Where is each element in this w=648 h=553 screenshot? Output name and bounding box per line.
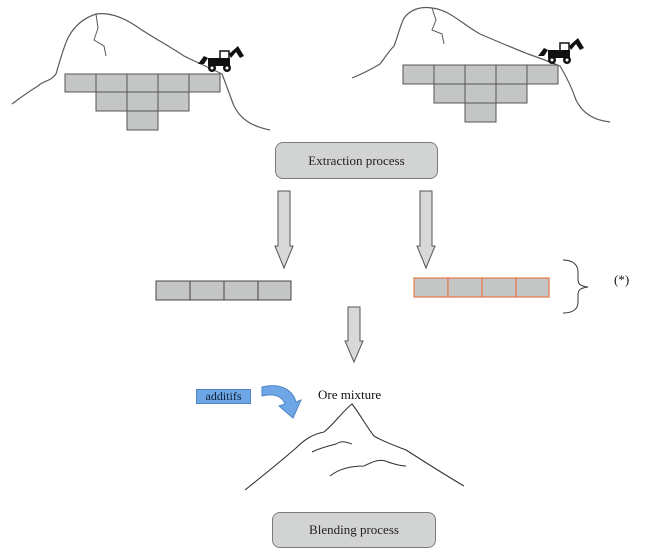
extraction-process-label: Extraction process — [308, 152, 405, 168]
curved-arrow-icon — [261, 385, 302, 419]
ore-block — [464, 83, 497, 104]
ore-block — [402, 64, 435, 85]
ore-block — [126, 91, 159, 112]
ore-block — [157, 91, 190, 112]
ore-block — [447, 277, 483, 298]
ore-block — [464, 102, 497, 123]
ore-block — [126, 110, 159, 131]
ore-block — [64, 73, 97, 93]
center-down-arrow — [344, 306, 364, 364]
ore-block — [526, 64, 559, 85]
right-extracted-row — [413, 277, 550, 298]
ore-block — [481, 277, 517, 298]
ore-pile-inner-line — [311, 441, 353, 453]
ore-block — [95, 73, 128, 93]
right-mountain-outline — [351, 6, 611, 123]
blending-process-box: Blending process — [272, 512, 436, 548]
right-mining-site — [351, 6, 611, 123]
ore-block — [188, 73, 221, 93]
ore-block — [157, 73, 190, 93]
ore-block — [495, 64, 528, 85]
left-extracted-row — [155, 280, 292, 301]
left-mining-site — [11, 13, 271, 131]
ore-mixture-label: Ore mixture — [318, 387, 382, 402]
ore-pile-inner-line — [329, 459, 407, 477]
ore-block — [95, 91, 128, 112]
ore-block — [126, 73, 159, 93]
additives-label: additifs — [196, 389, 251, 404]
ore-block — [223, 280, 259, 301]
backhoe-loader-icon — [538, 38, 584, 64]
right-mountain-crack — [431, 7, 445, 45]
ore-block — [413, 277, 449, 298]
left-mountain-crack — [93, 13, 107, 57]
blending-process-label: Blending process — [309, 522, 399, 537]
ore-block — [515, 277, 550, 298]
ore-block — [433, 64, 466, 85]
left-mountain-outline — [11, 13, 271, 131]
ore-block — [189, 280, 225, 301]
ore-block — [155, 280, 191, 301]
extraction-process-box: Extraction process — [275, 142, 438, 179]
left-block-pyramid — [64, 73, 221, 131]
ore-block — [495, 83, 528, 104]
ore-block — [464, 64, 497, 85]
right-down-arrow — [416, 190, 436, 270]
backhoe-loader-icon — [198, 46, 244, 72]
ore-pile-outline — [244, 403, 465, 491]
left-down-arrow — [274, 190, 294, 270]
right-block-pyramid — [402, 64, 559, 123]
ore-block — [433, 83, 466, 104]
note-marker: (*) — [614, 272, 630, 287]
ore-block — [257, 280, 292, 301]
curly-brace — [562, 259, 589, 314]
